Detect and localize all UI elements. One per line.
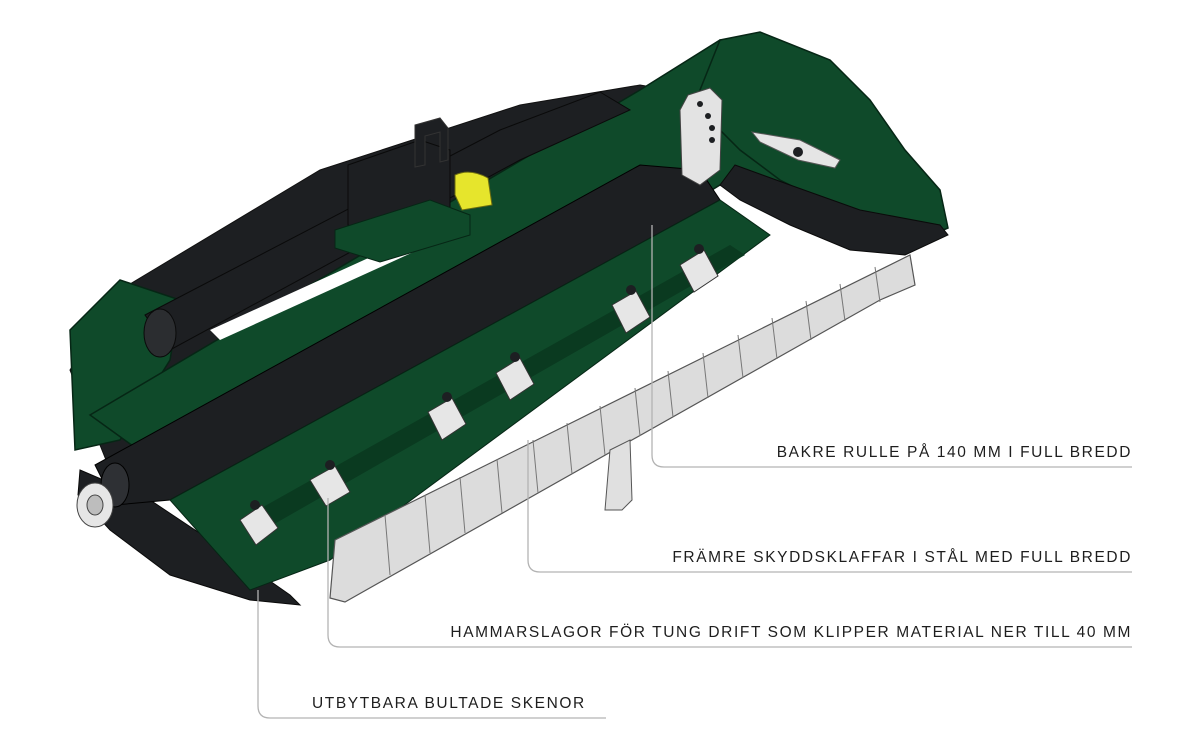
rear-roller: [76, 87, 723, 528]
callout-rear-roller: BAKRE RULLE PÅ 140 MM I FULL BREDD: [776, 444, 1132, 461]
leader-lines: [257, 225, 1132, 719]
leader-line-roller: [651, 225, 1132, 468]
callout-front-flaps: FRÄMRE SKYDDSKLAFFAR I STÅL MED FULL BRE…: [672, 549, 1132, 566]
leader-line-skids: [257, 590, 606, 719]
gearbox: [454, 171, 493, 211]
leader-line-flaps: [527, 440, 1132, 573]
front-flaps: [329, 254, 916, 603]
hammer-row: [169, 199, 771, 591]
callout-hammers: HAMMARSLAGOR FÖR TUNG DRIFT SOM KLIPPER …: [450, 624, 1132, 641]
callout-skids: UTBYTBARA BULTADE SKENOR: [312, 695, 586, 712]
top-beam: [143, 91, 632, 358]
leader-line-hammers: [327, 498, 1132, 648]
